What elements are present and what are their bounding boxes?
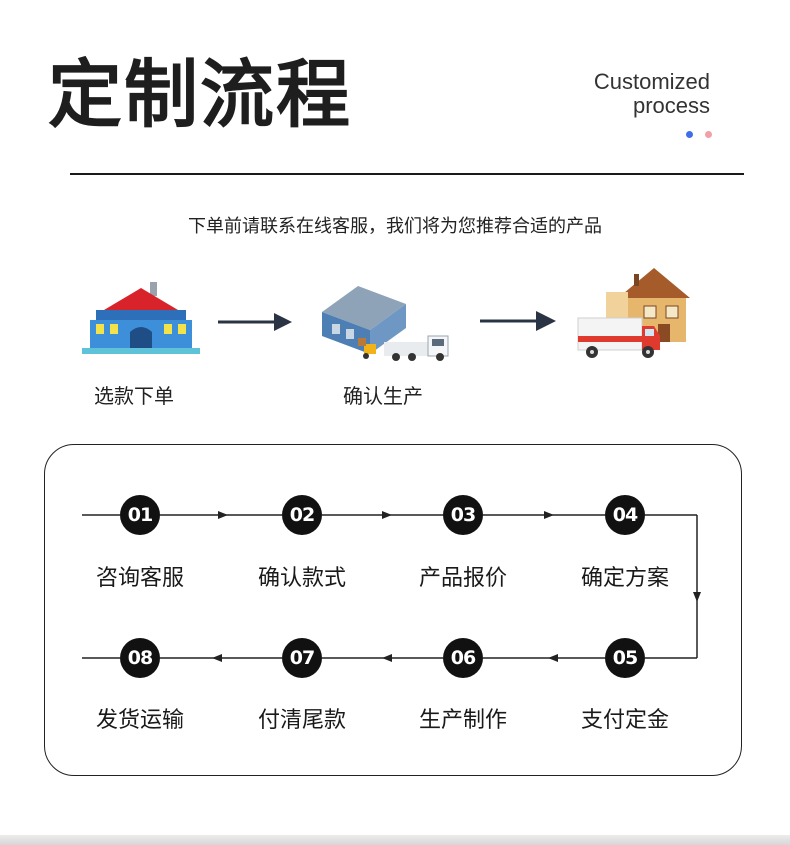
intro-text: 下单前请联系在线客服，我们将为您推荐合适的产品 [188,216,602,237]
decor-dot-blue [686,131,693,138]
step-label: 发货运输 [95,708,184,733]
bottom-band [0,835,790,845]
overview-label-select: 选款下单 [94,384,174,408]
subtitle-line-2: process [632,93,710,118]
factory-truck-icon [318,278,458,362]
page-title: 定制流程 [48,52,352,138]
arrow-right-icon [218,313,292,331]
step-label: 生产制作 [418,708,507,733]
overview-label-confirm: 确认生产 [343,384,423,408]
step-number-badge: 08 [120,638,160,678]
step-number-badge: 03 [443,495,483,535]
step-label: 确定方案 [580,566,669,591]
subtitle-line-1: Customized [593,69,710,94]
step-label: 支付定金 [580,708,669,733]
step-number-badge: 05 [605,638,645,678]
step-number-badge: 07 [282,638,322,678]
step-label: 付清尾款 [257,708,346,733]
step-number-badge: 01 [120,495,160,535]
arrow-right-icon [480,311,556,331]
delivery-van-house-icon [574,262,698,362]
step-number-badge: 02 [282,495,322,535]
header-divider [70,173,744,175]
step-number-badge: 04 [605,495,645,535]
decor-dot-pink [705,131,712,138]
process-panel [44,444,742,776]
step-label: 咨询客服 [95,566,184,591]
step-number-badge: 06 [443,638,483,678]
shop-building-icon [82,282,200,356]
page-subtitle: Customized process [560,70,710,118]
step-label: 产品报价 [418,566,507,591]
step-label: 确认款式 [257,566,346,591]
